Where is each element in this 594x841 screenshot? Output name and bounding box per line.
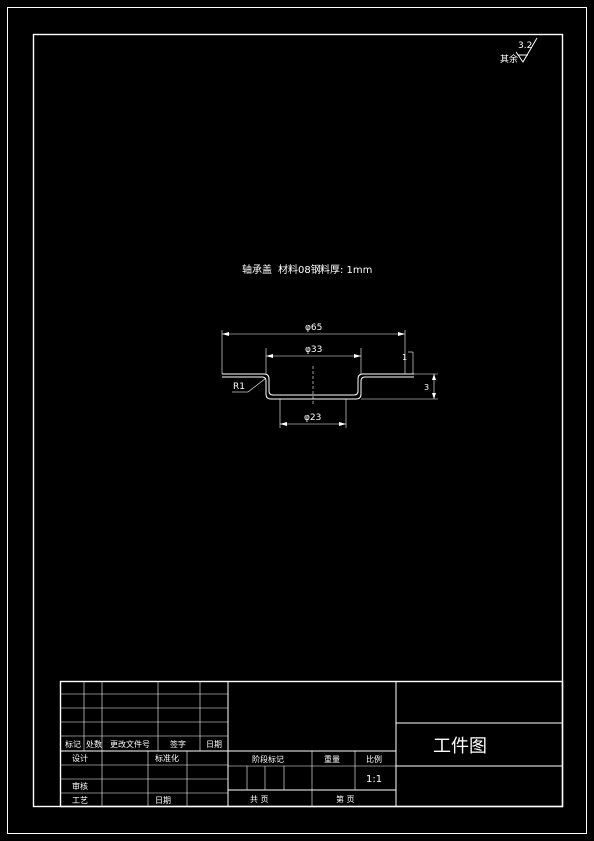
sheet-total-label: 共 页 — [250, 795, 269, 804]
part-note: 轴承盖 材料08钢 料厚: 1mm — [242, 263, 372, 276]
fillet-radius-label: R1 — [233, 382, 245, 392]
stage-mark-label: 阶段标记 — [252, 754, 284, 764]
depth-label: 3 — [424, 383, 429, 392]
middle-diameter-label: φ33 — [305, 345, 322, 355]
outer-border — [7, 7, 587, 834]
dimension-fillet-radius: R1 — [232, 377, 267, 393]
design-label: 设计 — [72, 753, 88, 763]
part-section-view: φ65 φ33 φ23 R1 1 — [221, 323, 438, 428]
part-thickness: 料厚: 1mm — [320, 263, 372, 276]
part-profile-inner — [222, 373, 414, 396]
dimension-middle-diameter: φ33 — [266, 345, 361, 358]
part-material: 材料08钢 — [278, 263, 321, 276]
header-date: 日期 — [206, 740, 222, 749]
drawing-title: 工件图 — [433, 736, 487, 757]
dimension-depth: 3 — [424, 374, 436, 399]
inner-diameter-label: φ23 — [304, 413, 321, 423]
scale-label: 比例 — [366, 754, 382, 764]
part-name: 轴承盖 — [242, 263, 272, 276]
scale-value: 1:1 — [366, 774, 382, 785]
surface-finish-symbol: 其余 3.2 — [500, 37, 538, 65]
header-count: 处数 — [86, 739, 102, 749]
dimension-inner-diameter: φ23 — [280, 413, 346, 426]
dimension-outer-diameter: φ65 — [222, 323, 405, 336]
inner-frame — [32, 33, 564, 808]
title-block-frame — [59, 680, 564, 808]
standardize-label: 标准化 — [155, 753, 179, 763]
surface-finish-remaining-label: 其余 — [500, 53, 518, 65]
dimension-flange-height: 1 — [402, 351, 414, 374]
surface-finish-roughness-value: 3.2 — [518, 41, 532, 51]
date-label: 日期 — [155, 796, 171, 805]
header-signature: 签字 — [170, 739, 186, 749]
process-label: 工艺 — [72, 796, 88, 805]
header-mark: 标记 — [65, 739, 81, 749]
flange-height-label: 1 — [402, 353, 407, 362]
outer-diameter-label: φ65 — [305, 323, 322, 333]
sheet-number-label: 第 页 — [336, 794, 355, 804]
review-label: 审核 — [72, 781, 88, 791]
title-block: 标记 处数 更改文件号 签字 日期 设计 标准化 审核 工艺 日期 阶段标记 重… — [59, 680, 564, 808]
header-change-doc: 更改文件号 — [110, 739, 150, 749]
part-profile-outer — [222, 376, 414, 400]
weight-label: 重量 — [324, 754, 340, 764]
